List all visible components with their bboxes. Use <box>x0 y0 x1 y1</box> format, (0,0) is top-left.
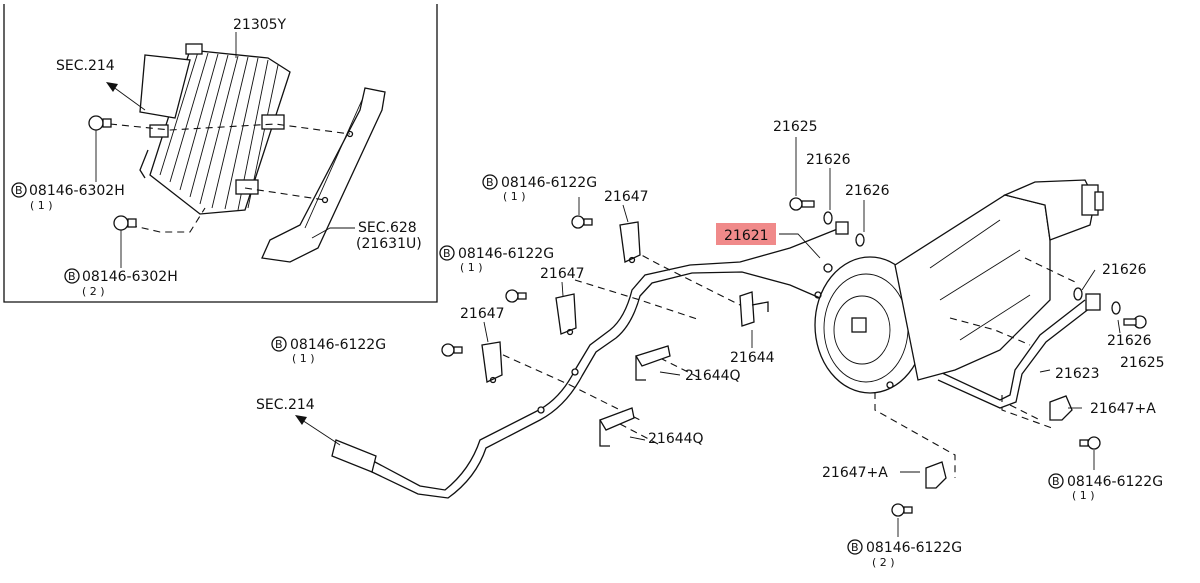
b-marker: B <box>271 336 287 352</box>
clip-21647-c[interactable] <box>481 341 503 384</box>
b-marker: B <box>11 182 27 198</box>
label-bolt-bottom: 08146-6122G <box>866 540 962 556</box>
svg-text:B: B <box>1052 475 1060 488</box>
label-bolt-mid-2-qty: ( 1 ) <box>460 261 483 274</box>
bracket-21644q-a[interactable] <box>635 345 671 381</box>
washer-21626-d[interactable] <box>1111 301 1121 315</box>
label-bolt-mid-1: 08146-6122G <box>501 175 597 191</box>
svg-text:B: B <box>275 338 283 351</box>
label-sec628: SEC.628 <box>358 220 417 236</box>
svg-text:B: B <box>68 270 76 283</box>
tube-end-21621 <box>835 221 849 235</box>
label-21623: 21623 <box>1055 366 1100 382</box>
label-21626-d: 21626 <box>1107 333 1152 349</box>
washer-21626-c[interactable] <box>1073 287 1083 301</box>
label-bolt-mid-3-qty: ( 1 ) <box>292 352 315 365</box>
b-marker: B <box>439 245 455 261</box>
label-21647-c: 21647 <box>460 306 505 322</box>
clip-21647a-bottom[interactable] <box>925 461 947 489</box>
clip-21647a-right[interactable] <box>1049 395 1073 421</box>
label-21644: 21644 <box>730 350 775 366</box>
bolt-08146-6122g-2[interactable] <box>505 289 527 303</box>
label-sec214-top: SEC.214 <box>56 58 115 74</box>
label-21644q-a: 21644Q <box>685 368 741 384</box>
inset-frame <box>3 4 438 303</box>
label-bolt-right-qty: ( 1 ) <box>1072 489 1095 502</box>
bracket-21644[interactable] <box>739 291 769 327</box>
label-21625-right: 21625 <box>1120 355 1165 371</box>
bracket-sec628[interactable] <box>261 87 386 263</box>
label-21621-highlighted[interactable]: 21621 <box>724 228 769 244</box>
bolt-08146-6302h-top[interactable] <box>88 115 112 131</box>
b-marker: B <box>847 539 863 555</box>
label-bolt-right: 08146-6122G <box>1067 474 1163 490</box>
label-bolt-mid-1-qty: ( 1 ) <box>503 190 526 203</box>
union-bolt-21625-top[interactable] <box>789 197 815 211</box>
bolt-08146-6302h-bottom[interactable] <box>113 215 137 231</box>
label-bolt-top-2: 08146-6302H <box>82 269 178 285</box>
label-21647-b: 21647 <box>540 266 585 282</box>
highlight-21621 <box>716 223 776 245</box>
washer-21626-a[interactable] <box>823 211 833 225</box>
bolt-08146-6122g-1[interactable] <box>571 215 593 229</box>
clip-21647-b[interactable] <box>555 293 577 336</box>
label-bolt-mid-2: 08146-6122G <box>458 246 554 262</box>
bolt-08146-6122g-3[interactable] <box>441 343 463 357</box>
oil-cooler-21305y[interactable] <box>139 43 291 215</box>
label-bolt-mid-3: 08146-6122G <box>290 337 386 353</box>
b-marker: B <box>64 268 80 284</box>
label-21626-a: 21626 <box>806 152 851 168</box>
label-bolt-top-2-qty: ( 2 ) <box>82 285 105 298</box>
label-21644q-b: 21644Q <box>648 431 704 447</box>
bolt-08146-6122g-bottom[interactable] <box>891 503 913 517</box>
bracket-21644q-b[interactable] <box>599 407 635 447</box>
svg-text:B: B <box>15 184 23 197</box>
cooler-tube-21621[interactable] <box>331 227 841 499</box>
washer-21626-b[interactable] <box>855 233 865 247</box>
label-21625-top: 21625 <box>773 119 818 135</box>
svg-text:B: B <box>443 247 451 260</box>
label-sec628-sub: (21631U) <box>356 236 422 252</box>
label-bolt-top-1-qty: ( 1 ) <box>30 199 53 212</box>
label-21647a-bottom: 21647+A <box>822 465 888 481</box>
svg-text:B: B <box>486 176 494 189</box>
label-21647a-right: 21647+A <box>1090 401 1156 417</box>
label-bolt-bottom-qty: ( 2 ) <box>872 556 895 569</box>
label-21305y: 21305Y <box>233 17 287 33</box>
b-marker: B <box>1048 473 1064 489</box>
label-sec214-bottom: SEC.214 <box>256 397 315 413</box>
transmission-assembly[interactable] <box>814 179 1104 394</box>
cooler-tube-21623[interactable] <box>937 299 1091 409</box>
label-21626-c: 21626 <box>1102 262 1147 278</box>
clip-21647-a[interactable] <box>619 221 641 264</box>
b-marker: B <box>482 174 498 190</box>
label-21647-a: 21647 <box>604 189 649 205</box>
union-bolt-21625-right[interactable] <box>1123 315 1147 329</box>
svg-text:B: B <box>851 541 859 554</box>
tube-end-21623 <box>1085 293 1101 311</box>
bolt-08146-6122g-right[interactable] <box>1079 436 1101 450</box>
label-bolt-top-1: 08146-6302H <box>29 183 125 199</box>
label-21626-b: 21626 <box>845 183 890 199</box>
